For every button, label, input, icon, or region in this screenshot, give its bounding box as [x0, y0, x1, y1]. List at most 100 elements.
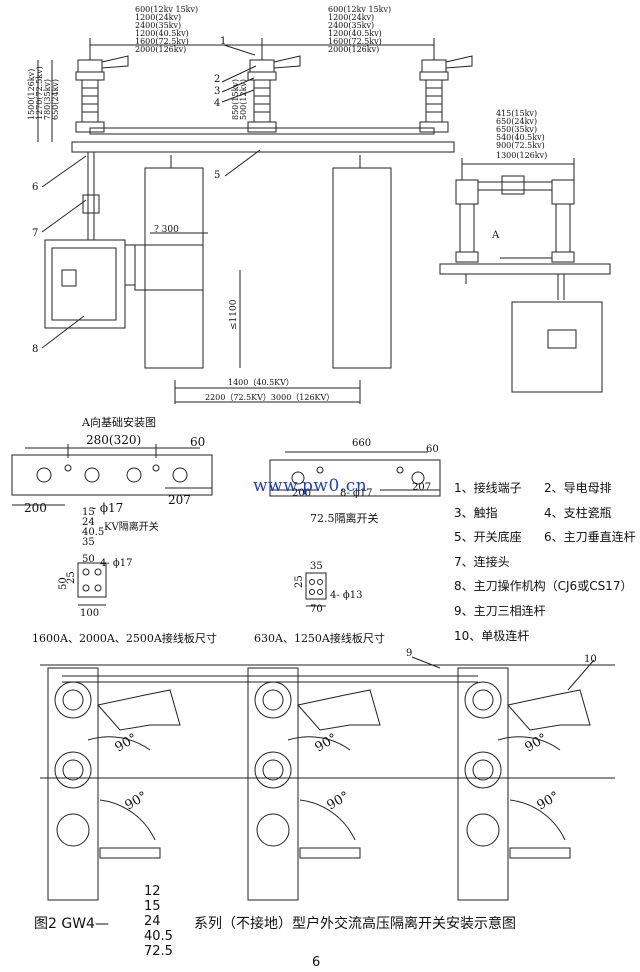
pole-assembly-right: [457, 667, 591, 901]
pole-assembly-middle: [247, 667, 381, 901]
dim-660: 660: [352, 438, 371, 449]
base-beam: [71, 141, 455, 153]
legend-item: 7、连接头: [454, 554, 510, 569]
concrete-pillar-right: [332, 167, 392, 369]
base-plate-right: [269, 459, 441, 497]
span-right-label-4: 1600(72.5kv): [328, 37, 382, 46]
legend-row: 10、单极连杆: [454, 624, 636, 649]
caption-suffix: 系列（不接地）型户外交流高压隔离开关安装示意图: [194, 916, 516, 932]
page-number: 6: [312, 955, 321, 970]
height-label-left-3: 650(24kv): [51, 79, 60, 120]
callout-5: 5: [214, 170, 220, 181]
dim-8phi17: 8- ϕ17: [340, 488, 372, 499]
legend-item: 6、主刀垂直连杆: [544, 530, 636, 545]
angle-label-right-1: 90°: [523, 731, 550, 756]
terminal-plate-a: [77, 562, 107, 598]
dim-207-right: 207: [412, 482, 431, 493]
insulator-column-middle: [247, 55, 301, 133]
small-span-label-0: 415(15kv): [496, 109, 537, 118]
plate-a-dim-50-side: 50: [58, 577, 69, 590]
caption-voltage: 12: [144, 884, 161, 899]
legend-item: 4、支柱瓷瓶: [544, 505, 612, 520]
insulator-column-right: [419, 55, 473, 133]
span-left-label-5: 2000(126kv): [135, 45, 186, 54]
dim-207-left: 207: [168, 493, 191, 507]
callout-10: 10: [584, 654, 597, 665]
kv-stack-2: 40.5: [82, 527, 104, 538]
plate-a-dim-100: 100: [80, 608, 99, 619]
insulator-column-left: [75, 55, 129, 133]
callout-1: 1: [220, 36, 226, 47]
dim-60-right: 60: [426, 444, 439, 455]
legend-item: 8、主刀操作机构（CJ6或CS17）: [454, 579, 633, 594]
dim-200-right: 200: [292, 488, 311, 499]
small-span-label-1: 650(24kv): [496, 117, 537, 126]
span-left-label-4: 1600(72.5kv): [135, 37, 189, 46]
legend-item: 3、触指: [454, 505, 498, 520]
height-label-mid-1: 500(12kv): [239, 79, 248, 120]
caption-voltage-stack: 12 15 24 40.5 72.5: [144, 884, 173, 959]
dim-1400: 1400（40.5KV）: [228, 378, 294, 387]
legend-row: 9、主刀三相连杆: [454, 599, 636, 624]
three-phase-link-rod: [89, 127, 435, 135]
plate-a-dim-holes: 4- ϕ17: [100, 558, 132, 569]
caption-voltage: 40.5: [144, 929, 173, 944]
small-span-label-4: 900(72.5kv): [496, 141, 545, 150]
caption-voltage: 15: [144, 899, 161, 914]
view-a-label: A: [491, 230, 500, 241]
height-label-mid-0: 850(15kv): [231, 79, 240, 120]
small-span-label-5: 1300(126kv): [496, 151, 547, 160]
span-left-label-1: 1200(24kv): [135, 13, 181, 22]
legend-item: 10、单极连杆: [454, 628, 530, 643]
angle-label-left-1: 90°: [113, 731, 140, 756]
plate-a-title: 1600A、2000A、2500A接线板尺寸: [32, 631, 217, 645]
legend-row: 5、开关底座 6、主刀垂直连杆: [454, 525, 636, 550]
callout-7: 7: [32, 228, 38, 239]
callout-2: 2: [214, 74, 220, 85]
kv-stack-1: 24: [82, 517, 95, 528]
dim-300: ? 300: [154, 225, 179, 235]
span-right-label-5: 2000(126kv): [328, 45, 379, 54]
caption-voltage: 24: [144, 914, 161, 929]
callout-9: 9: [406, 648, 412, 659]
concrete-pillar-left: [144, 167, 204, 369]
legend-row: 3、触指 4、支柱瓷瓶: [454, 501, 636, 526]
dim-280: 280(320): [86, 433, 141, 447]
plate-b-dim-25: 25: [294, 575, 305, 588]
plate-b-title: 630A、1250A接线板尺寸: [254, 631, 385, 645]
small-span-label-2: 650(35kv): [496, 125, 537, 134]
callout-3: 3: [214, 86, 220, 97]
legend-item: 5、开关底座: [454, 530, 522, 545]
span-right-label-2: 2400(35kv): [328, 21, 374, 30]
callout-6: 6: [32, 182, 38, 193]
plate-a-dim-25: 25: [66, 571, 77, 584]
plate-a-dim-50-top: 50: [82, 554, 95, 565]
span-left-label-3: 1200(40.5kv): [135, 29, 189, 38]
height-label-left-1: 1270(72.5kv): [35, 66, 44, 120]
plate-b-dim-35: 35: [310, 561, 323, 572]
legend-row: 7、连接头: [454, 550, 636, 575]
caption-prefix: 图2 GW4—: [34, 916, 109, 932]
plate-b-dim-holes: 4- ϕ13: [330, 590, 362, 601]
small-span-label-3: 540(40.5kv): [496, 133, 545, 142]
span-right-label-0: 600(12kv 15kv): [328, 5, 391, 14]
angle-label-mid-1: 90°: [313, 731, 340, 756]
operating-mechanism-box: [44, 239, 126, 329]
legend-row: 8、主刀操作机构（CJ6或CS17）: [454, 574, 636, 599]
angle-label-left-2: 90°: [123, 789, 150, 814]
kv-stack-3: 35: [82, 537, 95, 548]
span-right-label-3: 1200(40.5kv): [328, 29, 382, 38]
dim-200-left: 200: [24, 501, 47, 515]
plate-b-dim-70: 70: [310, 604, 323, 615]
label-725: 72.5隔离开关: [310, 511, 379, 525]
watermark-text: www.pw0.cn: [253, 476, 368, 496]
figure-caption: 图2 GW4— 系列（不接地）型户外交流高压隔离开关安装示意图: [34, 913, 516, 933]
kv-label: KV隔离开关: [104, 520, 159, 533]
small-mechanism-box: [511, 301, 603, 393]
base-install-title: A向基础安装图: [81, 415, 156, 429]
small-insulator-right: [551, 179, 575, 263]
